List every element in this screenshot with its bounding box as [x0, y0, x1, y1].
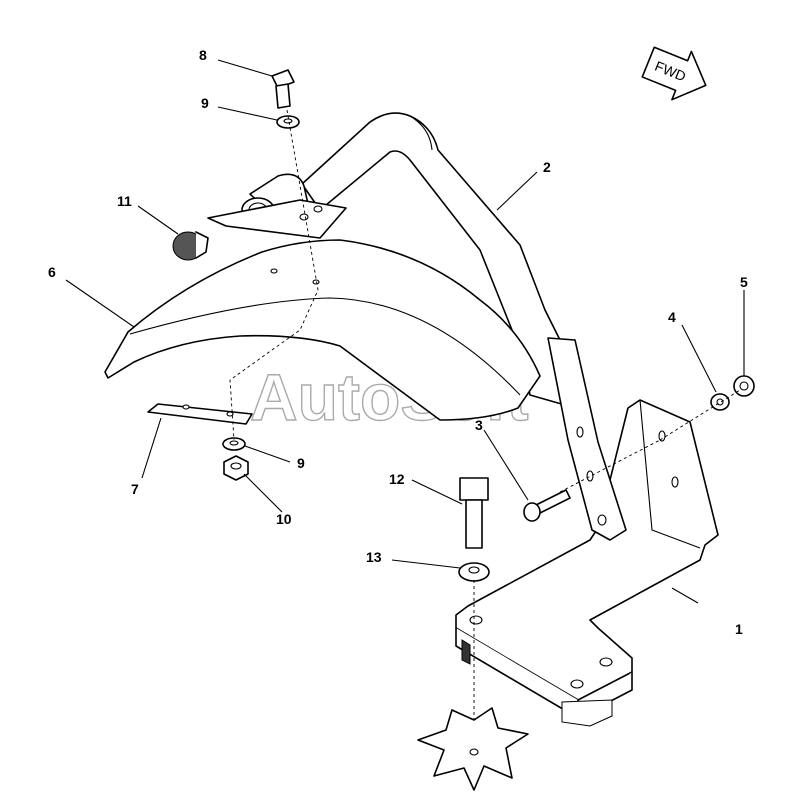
callout-6: 6	[48, 264, 56, 280]
callout-9-bottom: 9	[297, 455, 305, 471]
washer-part-13	[458, 562, 490, 582]
nut-part-5	[733, 375, 755, 397]
strap-part-7	[147, 403, 253, 425]
nut-part-10	[223, 455, 249, 481]
callout-8: 8	[199, 47, 207, 63]
callout-2: 2	[543, 159, 551, 175]
callout-12: 12	[389, 471, 405, 487]
callout-9-top: 9	[201, 95, 209, 111]
callout-11: 11	[117, 193, 132, 209]
plug-part-11	[172, 231, 209, 261]
bolt-part-3	[523, 489, 571, 522]
bolt-part-8	[271, 69, 295, 109]
callout-1: 1	[735, 621, 743, 637]
callout-7: 7	[131, 481, 139, 497]
callout-3: 3	[475, 417, 483, 433]
base-bracket-part-1	[455, 399, 719, 727]
bolt-part-12	[459, 477, 489, 549]
washer-part-4	[710, 393, 730, 411]
callout-13: 13	[366, 549, 382, 565]
forward-direction-arrow: FWD	[641, 46, 707, 101]
callout-4: 4	[668, 309, 676, 325]
leader-lines	[65, 59, 745, 604]
callout-5: 5	[740, 274, 748, 290]
mudguard-part-6	[104, 239, 541, 421]
callout-10: 10	[276, 511, 292, 527]
washer-part-9-bottom	[222, 437, 246, 451]
tube-handle-part-2	[207, 112, 627, 541]
